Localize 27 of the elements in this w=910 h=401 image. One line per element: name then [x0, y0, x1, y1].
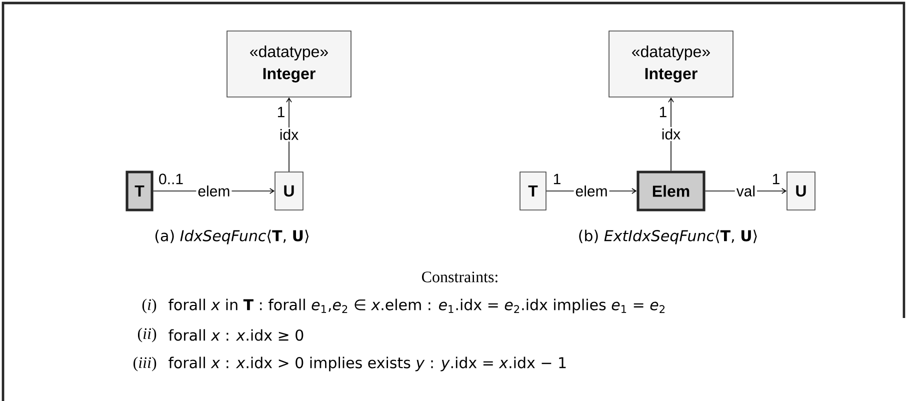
figure-caption: (a) IdxSeqFunc⟨T, U⟩: [155, 230, 309, 244]
datatype-box: «datatype» Integer: [226, 30, 352, 98]
association-arrow: [704, 188, 787, 194]
class-box: U: [786, 172, 816, 210]
multiplicity-label: 1: [554, 174, 560, 184]
constraints-heading: Constraints:: [422, 272, 498, 282]
multiplicity-label: 1: [772, 174, 780, 184]
constraint-text: forall x in T : forall e$_{1}$,e$_{2}$ ∈ x.elem : e$_{1}$.idx = e$_{2}$.idx implies e$_{1}$ = e$_{2}$: [168, 298, 664, 314]
edge-label: val: [734, 184, 758, 198]
class-box: T: [520, 172, 546, 210]
class-box: T: [126, 170, 154, 212]
multiplicity-label: 1: [660, 106, 666, 118]
constraint-number: (iii): [134, 356, 156, 372]
figure-caption: (b) ExtIdxSeqFunc⟨T, U⟩: [579, 230, 757, 244]
constraint-text: forall x : x.idx > 0 implies exists y : y.idx = x.idx − 1: [168, 356, 566, 372]
edge-label: elem: [196, 184, 232, 198]
edge-label: idx: [660, 127, 682, 142]
class-box: Elem: [636, 170, 706, 212]
constraint-text: forall x : x.idx ≥ 0: [168, 329, 304, 341]
edge-label: elem: [574, 184, 610, 198]
edge-label: idx: [278, 128, 300, 142]
class-box: U: [274, 172, 304, 210]
multiplicity-label: 1: [278, 106, 284, 118]
multiplicity-label: 0..1: [159, 174, 183, 184]
constraint-number: (ii): [138, 328, 156, 342]
constraint-number: (i): [142, 298, 156, 314]
datatype-box: «datatype» Integer: [608, 30, 734, 98]
